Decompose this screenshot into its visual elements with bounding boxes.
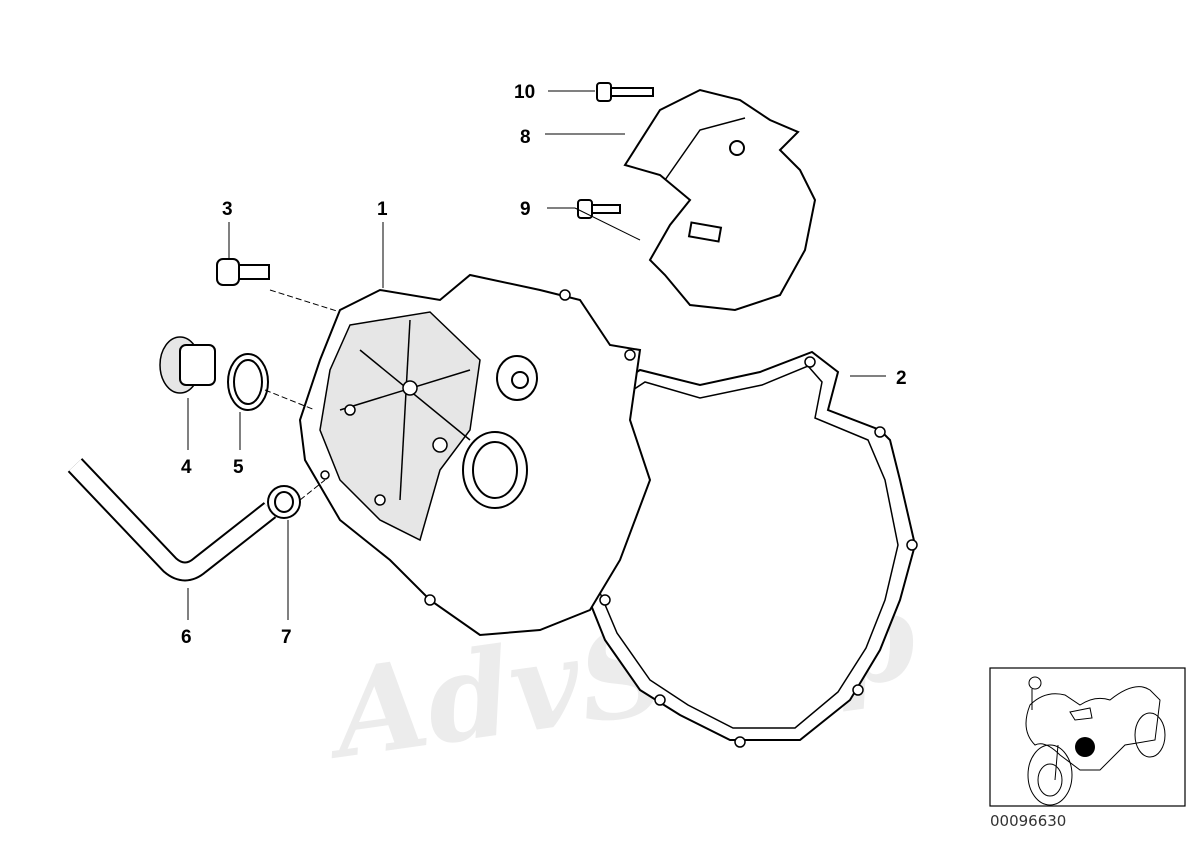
callout-3: 3 [222, 199, 233, 220]
screw-plug-part-4 [159, 336, 216, 394]
location-marker [1075, 737, 1095, 757]
hose-part-6 [67, 458, 277, 582]
cover-plate-part-8 [623, 88, 817, 312]
hose-clamp-part-7 [267, 485, 301, 519]
callout-2: 2 [896, 368, 907, 389]
callout-4: 4 [181, 457, 192, 478]
bolt-part-9 [577, 199, 621, 219]
housing-part-1 [298, 273, 652, 637]
callout-9: 9 [520, 199, 531, 220]
bolt-part-10 [596, 82, 654, 102]
leader-lines [187, 90, 886, 620]
bolt-part-3 [216, 258, 270, 286]
sealing-ring-part-5 [227, 353, 269, 411]
callout-5: 5 [233, 457, 244, 478]
callout-7: 7 [281, 627, 292, 648]
location-thumbnail [989, 667, 1186, 807]
callout-10: 10 [514, 82, 535, 103]
callout-1: 1 [377, 199, 388, 220]
callout-6: 6 [181, 627, 192, 648]
callout-8: 8 [520, 127, 531, 148]
reference-number: 00096630 [990, 812, 1066, 830]
gasket-part-2 [558, 350, 918, 748]
